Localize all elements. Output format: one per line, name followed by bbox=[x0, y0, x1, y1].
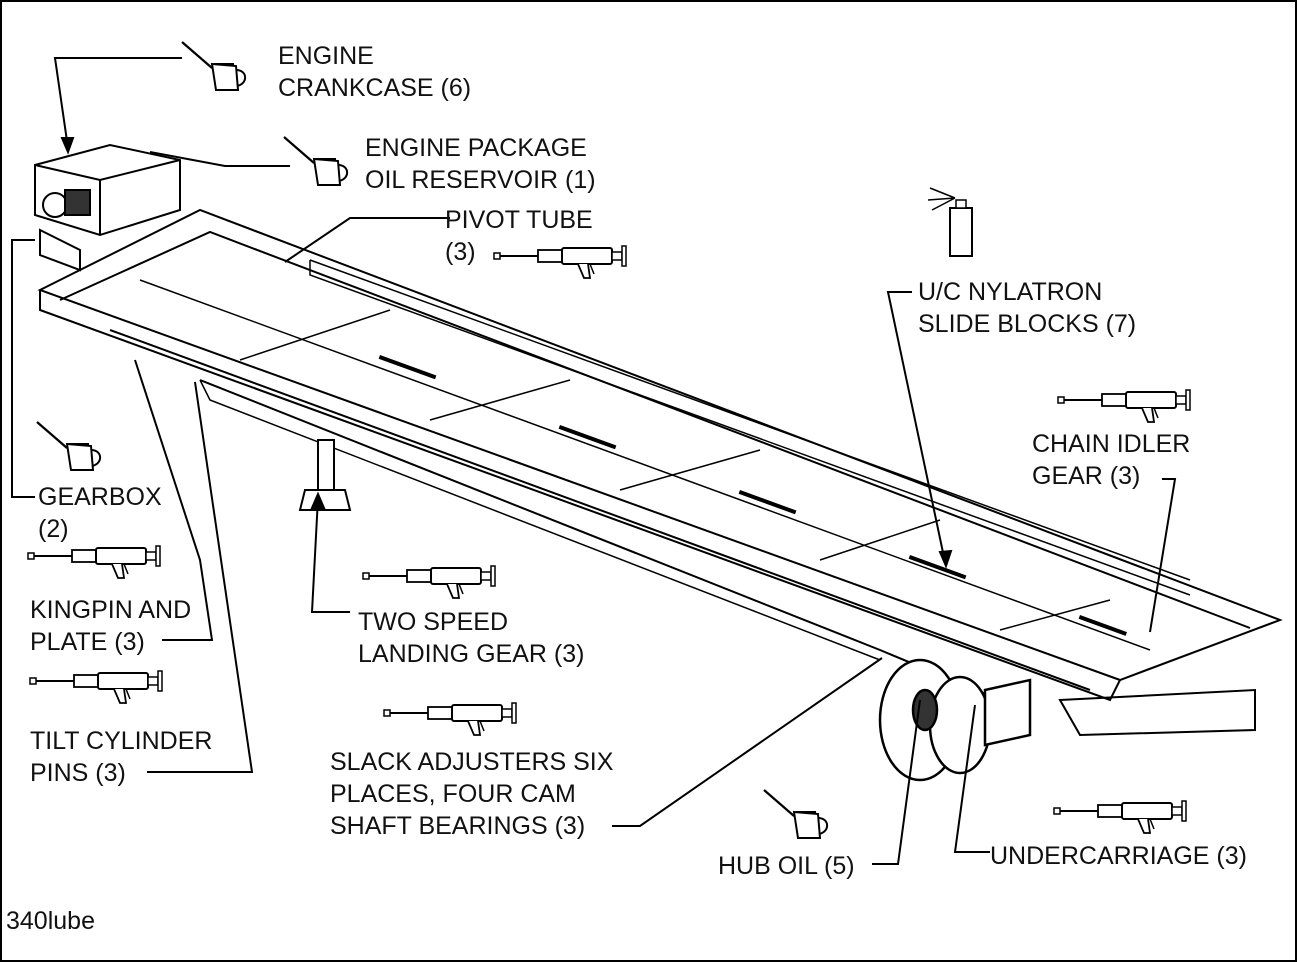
leader-lines bbox=[11, 57, 1177, 865]
engine bbox=[34, 143, 181, 272]
oil-can-icon bbox=[762, 788, 829, 840]
label-gearbox: GEARBOX(2) bbox=[38, 483, 162, 543]
rail-marks bbox=[378, 355, 1127, 636]
grease-gun-icon bbox=[29, 670, 163, 704]
label-pivot-tube: PIVOT TUBE(3) bbox=[445, 206, 593, 266]
grease-gun-icon bbox=[383, 702, 517, 736]
grease-gun-icon bbox=[362, 565, 496, 599]
oil-can-icon bbox=[282, 135, 349, 187]
spray-can-icon bbox=[927, 187, 973, 257]
figure-id: 340lube bbox=[6, 907, 95, 935]
grease-gun-icon bbox=[1053, 800, 1187, 834]
grease-gun-icon bbox=[1057, 389, 1191, 423]
grease-gun-icon bbox=[27, 545, 161, 579]
oil-can-icon bbox=[180, 40, 247, 92]
trailer-bed bbox=[37, 208, 1283, 737]
oil-can-icon bbox=[35, 420, 102, 472]
wheels bbox=[878, 658, 1032, 782]
landing-gear bbox=[298, 439, 352, 511]
label-hub-oil: HUB OIL (5) bbox=[718, 852, 855, 880]
label-undercarriage: UNDERCARRIAGE (3) bbox=[990, 842, 1247, 870]
